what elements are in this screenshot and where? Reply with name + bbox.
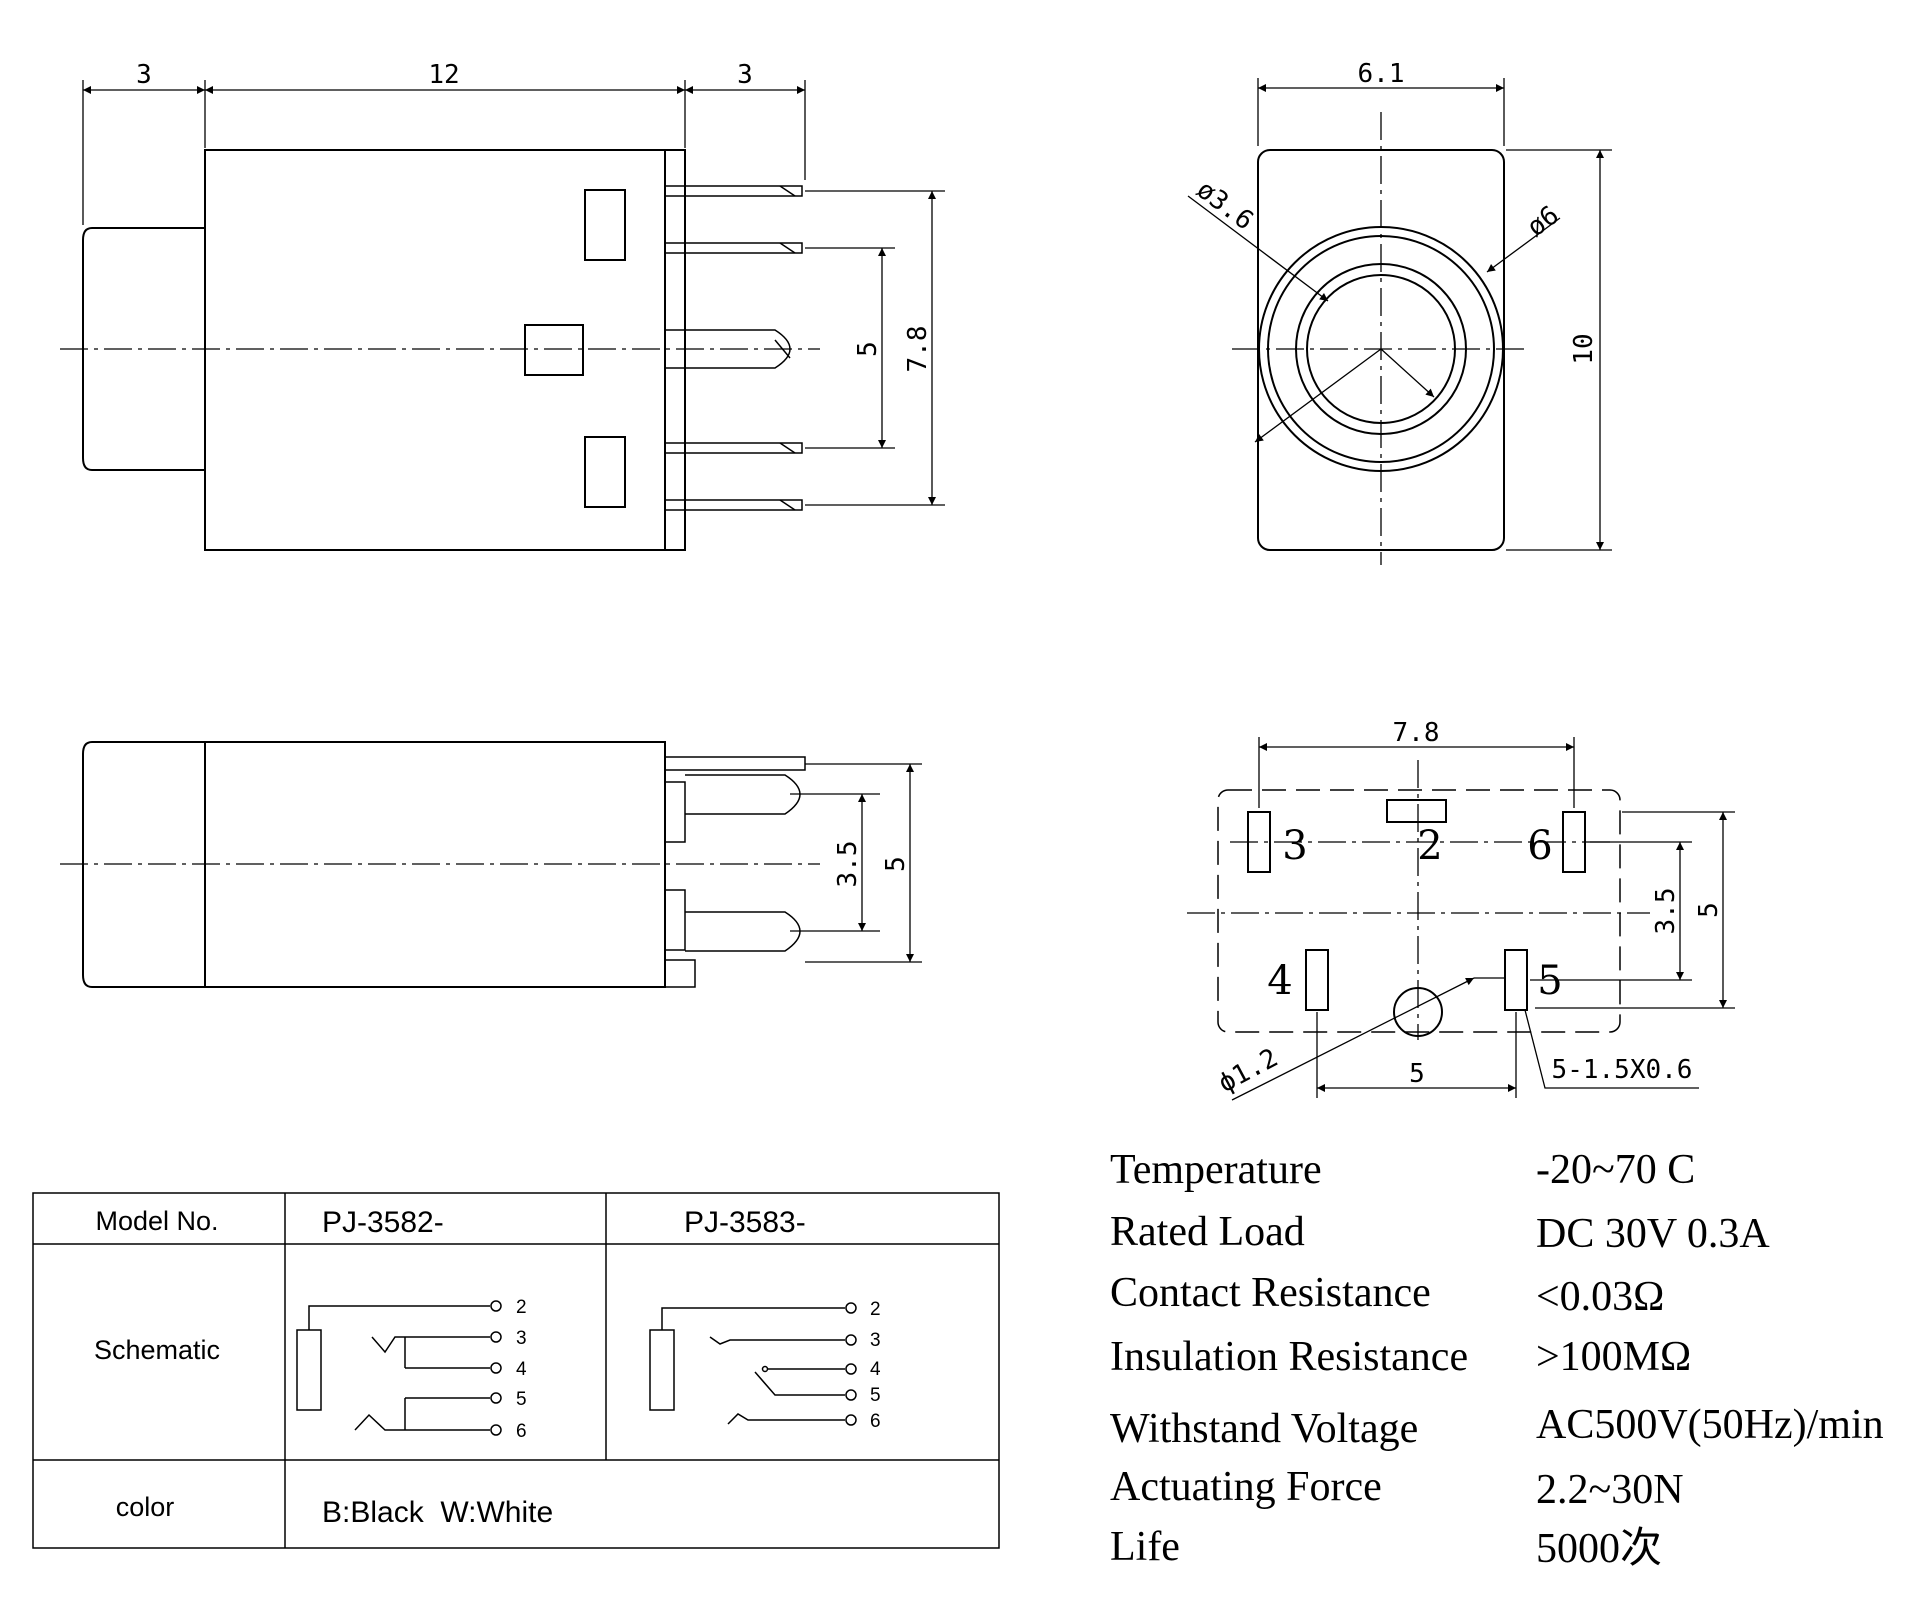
model-b: PJ-3583- (684, 1206, 806, 1239)
pad-2 (1386, 799, 1447, 823)
spec-value-life: 5000次 (1536, 1526, 1662, 1572)
top-view-pins (664, 185, 803, 511)
specifications: Temperature -20~70 C Rated Load DC 30V 0… (1110, 1147, 1884, 1572)
contact-window-bottom (584, 436, 626, 508)
spec-value-withstand-voltage: AC500V(50Hz)/min (1536, 1402, 1884, 1448)
schematic-a-pin-2: 2 (516, 1297, 527, 1318)
spec-label-actuating-force: Actuating Force (1110, 1464, 1382, 1510)
dim-footprint-width: 7.8 (1393, 718, 1440, 748)
dim-hole-diameter: ϕ1.2 (1214, 1043, 1283, 1099)
dim-footprint-bottom: 5 (1409, 1059, 1425, 1089)
spec-value-actuating-force: 2.2~30N (1536, 1467, 1684, 1513)
schematic-pj-3582: 2 3 4 5 6 (296, 1297, 527, 1442)
model-label: Model No. (95, 1206, 218, 1236)
schematic-a-pin-4: 4 (516, 1359, 527, 1380)
pad-5 (1504, 949, 1528, 1011)
side-view-nose (82, 741, 205, 988)
pad-3 (1247, 811, 1271, 873)
contact-window-center (524, 324, 584, 376)
dim-footprint-row: 3.5 (1651, 888, 1681, 935)
schematic-a-pin-5: 5 (516, 1389, 527, 1410)
pin-label-3: 3 (1282, 823, 1307, 869)
spec-label-contact-resistance: Contact Resistance (1110, 1270, 1431, 1316)
model-table: Model No. PJ-3582- PJ-3583- Schematic co… (32, 1192, 1000, 1549)
schematic-b-pin-3: 3 (870, 1330, 881, 1351)
spec-value-contact-resistance: <0.03Ω (1536, 1274, 1664, 1320)
side-view: 3.5 5 (60, 741, 922, 988)
color-label: color (116, 1492, 175, 1522)
pin-label-2: 2 (1417, 823, 1442, 869)
top-view-nose (82, 227, 205, 471)
spec-value-rated-load: DC 30V 0.3A (1536, 1211, 1770, 1257)
top-view: 3 12 3 5 7.8 (60, 60, 945, 551)
schematic-a-pin-6: 6 (516, 1421, 527, 1442)
top-view-rear-plate (664, 149, 686, 551)
spec-value-temperature: -20~70 C (1536, 1147, 1695, 1193)
schematic-a-pin-3: 3 (516, 1328, 527, 1349)
pin-label-5: 5 (1537, 958, 1562, 1004)
pin-label-6: 6 (1527, 823, 1552, 869)
model-a: PJ-3582- (322, 1206, 444, 1239)
top-view-body (204, 149, 686, 551)
color-value: B:Black W:White (322, 1496, 553, 1529)
spec-label-rated-load: Rated Load (1110, 1209, 1305, 1255)
dim-front-height: 10 (1569, 333, 1599, 364)
pad-hole (1393, 987, 1443, 1037)
pcb-footprint: 3 2 6 4 5 7.8 3.5 5 5 ϕ1.2 5-1.5X0.6 (1187, 718, 1735, 1101)
schematic-label: Schematic (94, 1335, 220, 1365)
dim-pins-outer: 7.8 (903, 326, 933, 373)
pad-4 (1305, 949, 1329, 1011)
spec-label-withstand-voltage: Withstand Voltage (1110, 1406, 1418, 1452)
dim-footprint-height: 5 (1694, 902, 1724, 918)
dim-top-body: 12 (428, 60, 459, 90)
dim-outer-diameter: ø6 (1522, 200, 1565, 243)
pad-6 (1562, 811, 1586, 873)
schematic-pj-3583: 2 3 4 5 6 (649, 1299, 881, 1432)
spec-label-life: Life (1110, 1524, 1180, 1570)
dim-side-outer: 5 (881, 856, 911, 872)
schematic-b-pin-5: 5 (870, 1385, 881, 1406)
spec-label-insulation-resistance: Insulation Resistance (1110, 1334, 1468, 1380)
schematic-b-pin-4: 4 (870, 1359, 881, 1380)
dim-top-right: 3 (737, 60, 753, 90)
spec-value-insulation-resistance: >100MΩ (1536, 1334, 1691, 1380)
spec-label-temperature: Temperature (1110, 1147, 1322, 1193)
dim-slot-spec: 5-1.5X0.6 (1552, 1055, 1693, 1085)
contact-window-top (584, 189, 626, 261)
front-view: ø3.6 ø6 6.1 10 (1187, 59, 1612, 565)
schematic-b-pin-2: 2 (870, 1299, 881, 1320)
dim-inner-diameter: ø3.6 (1191, 175, 1259, 237)
schematic-b-pin-6: 6 (870, 1411, 881, 1432)
dim-front-width: 6.1 (1358, 59, 1405, 89)
dim-top-left: 3 (136, 60, 152, 90)
dim-pins-inner: 5 (853, 341, 883, 357)
pin-label-4: 4 (1267, 958, 1292, 1004)
dim-side-inner: 3.5 (833, 841, 863, 888)
